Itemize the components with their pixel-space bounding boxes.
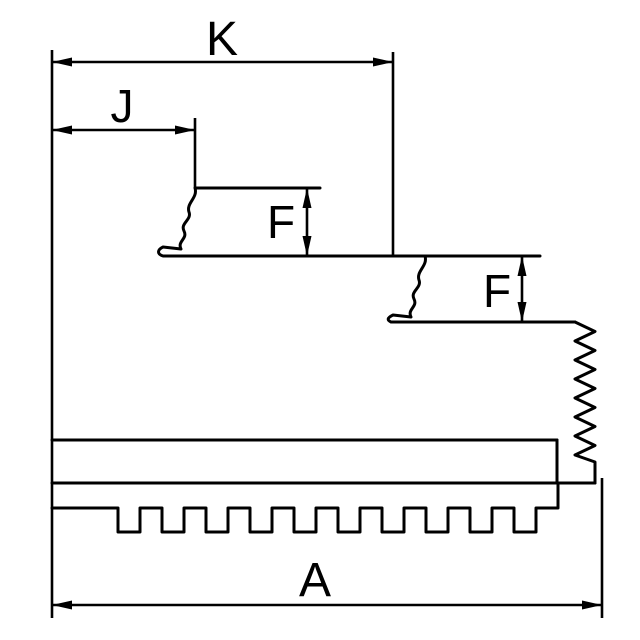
f-upper-arrow-bottom bbox=[302, 236, 312, 256]
j-label: J bbox=[111, 80, 134, 132]
a-arrow-left bbox=[52, 600, 72, 610]
dimension-k: K bbox=[52, 13, 395, 256]
serrated-back-edge bbox=[573, 320, 597, 485]
f-lower-label: F bbox=[483, 265, 511, 317]
a-label: A bbox=[299, 554, 331, 607]
k-arrow-left bbox=[52, 57, 72, 67]
a-arrow-right bbox=[582, 600, 602, 610]
f-lower-arrow-bottom bbox=[517, 302, 527, 322]
dimensioning: K J F F bbox=[50, 13, 604, 618]
dimension-f-lower: F bbox=[483, 256, 527, 322]
lower-step-profile bbox=[386, 254, 577, 324]
part-outline bbox=[50, 186, 597, 534]
guide-teeth-bottom bbox=[50, 481, 560, 534]
f-lower-arrow-top bbox=[517, 256, 527, 276]
f-upper-label: F bbox=[267, 196, 295, 248]
dimension-a: A bbox=[52, 478, 604, 618]
dimension-f-upper: F bbox=[267, 188, 312, 256]
upper-step-profile bbox=[157, 186, 542, 258]
k-arrow-right bbox=[373, 57, 393, 67]
dimension-j: J bbox=[52, 80, 197, 188]
j-arrow-left bbox=[52, 125, 72, 135]
k-label: K bbox=[206, 13, 238, 66]
j-arrow-right bbox=[175, 125, 195, 135]
f-upper-arrow-top bbox=[302, 188, 312, 208]
